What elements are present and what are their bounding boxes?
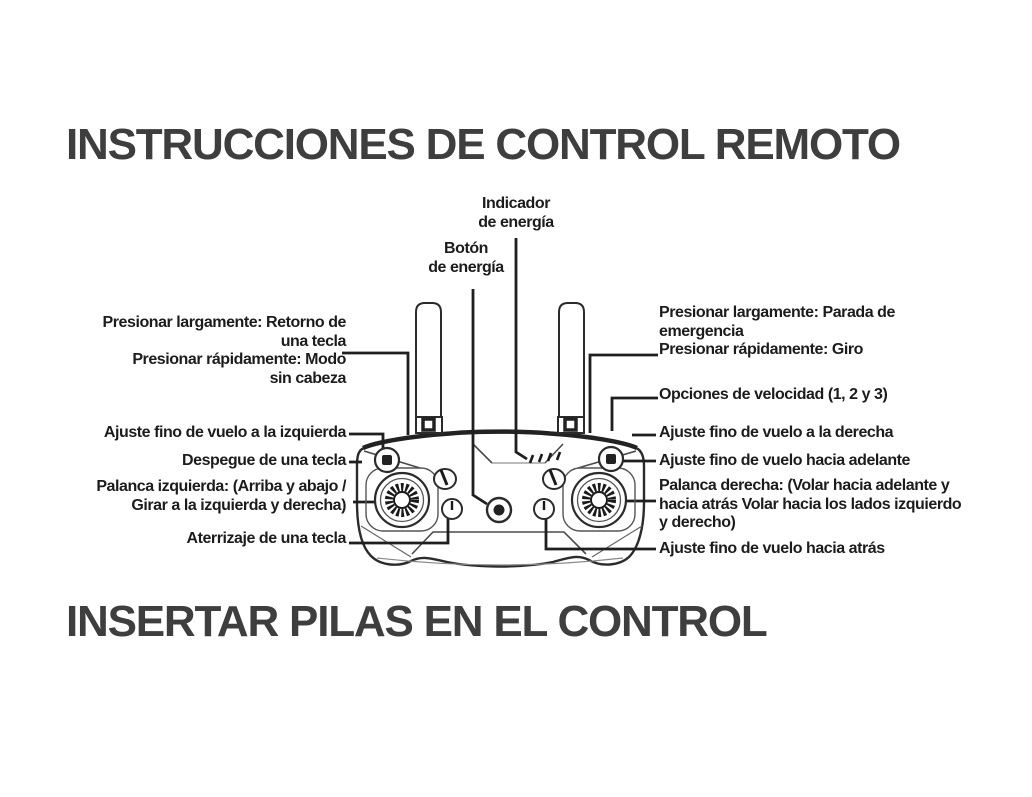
power-indicator-leds [528, 451, 562, 464]
leader-left-trim [349, 432, 385, 450]
left-joystick [373, 471, 431, 529]
left-antenna [415, 302, 443, 434]
top-edge-band [362, 429, 638, 451]
label-one-key-return: Presionar largamente: Retorno de una tec… [102, 314, 347, 387]
leader-power-indicator [514, 238, 528, 461]
leader-power-button [471, 289, 488, 506]
label-power-indicator: Indicador de energía [478, 195, 554, 231]
label-forward-trim: Ajuste fino de vuelo hacia adelante [659, 452, 910, 469]
label-speed-options: Opciones de velocidad (1, 2 y 3) [659, 386, 888, 403]
right-shoulder-button [597, 445, 625, 473]
right-trim-dial [542, 468, 566, 490]
section-title-remote-instructions: INSTRUCCIONES DE CONTROL REMOTO [66, 120, 901, 169]
leader-backward-trim [544, 517, 656, 551]
leader-speed-options [610, 396, 658, 431]
label-right-stick: Palanca derecha: (Volar hacia adelante y… [659, 477, 962, 531]
label-power-button: Botón de energía [428, 240, 504, 276]
leader-one-key-return [342, 351, 410, 435]
label-backward-trim: Ajuste fino de vuelo hacia atrás [659, 540, 885, 557]
section-title-insert-batteries: INSERTAR PILAS EN EL CONTROL [66, 597, 768, 646]
power-button [485, 496, 513, 524]
label-one-key-landing: Aterrizaje de una tecla [186, 530, 347, 547]
left-trim-dial [433, 468, 457, 490]
right-joystick [570, 471, 628, 529]
label-left-stick: Palanca izquierda: (Arriba y abajo / Gir… [96, 478, 346, 514]
takeoff-landing-button [441, 498, 463, 520]
left-stick-recess [365, 467, 439, 532]
left-shoulder-button [373, 446, 401, 474]
right-stick-recess [562, 467, 636, 532]
right-antenna [557, 302, 585, 434]
leader-emergency-stop [588, 353, 658, 433]
label-emergency-stop: Presionar largamente: Parada de emergenc… [659, 304, 895, 358]
right-small-button [533, 498, 555, 520]
label-one-key-takeoff: Despegue de una tecla [182, 452, 346, 469]
leader-one-key-landing [349, 517, 450, 545]
label-right-trim: Ajuste fino de vuelo a la derecha [659, 424, 894, 441]
label-left-trim: Ajuste fino de vuelo a la izquierda [103, 424, 347, 441]
